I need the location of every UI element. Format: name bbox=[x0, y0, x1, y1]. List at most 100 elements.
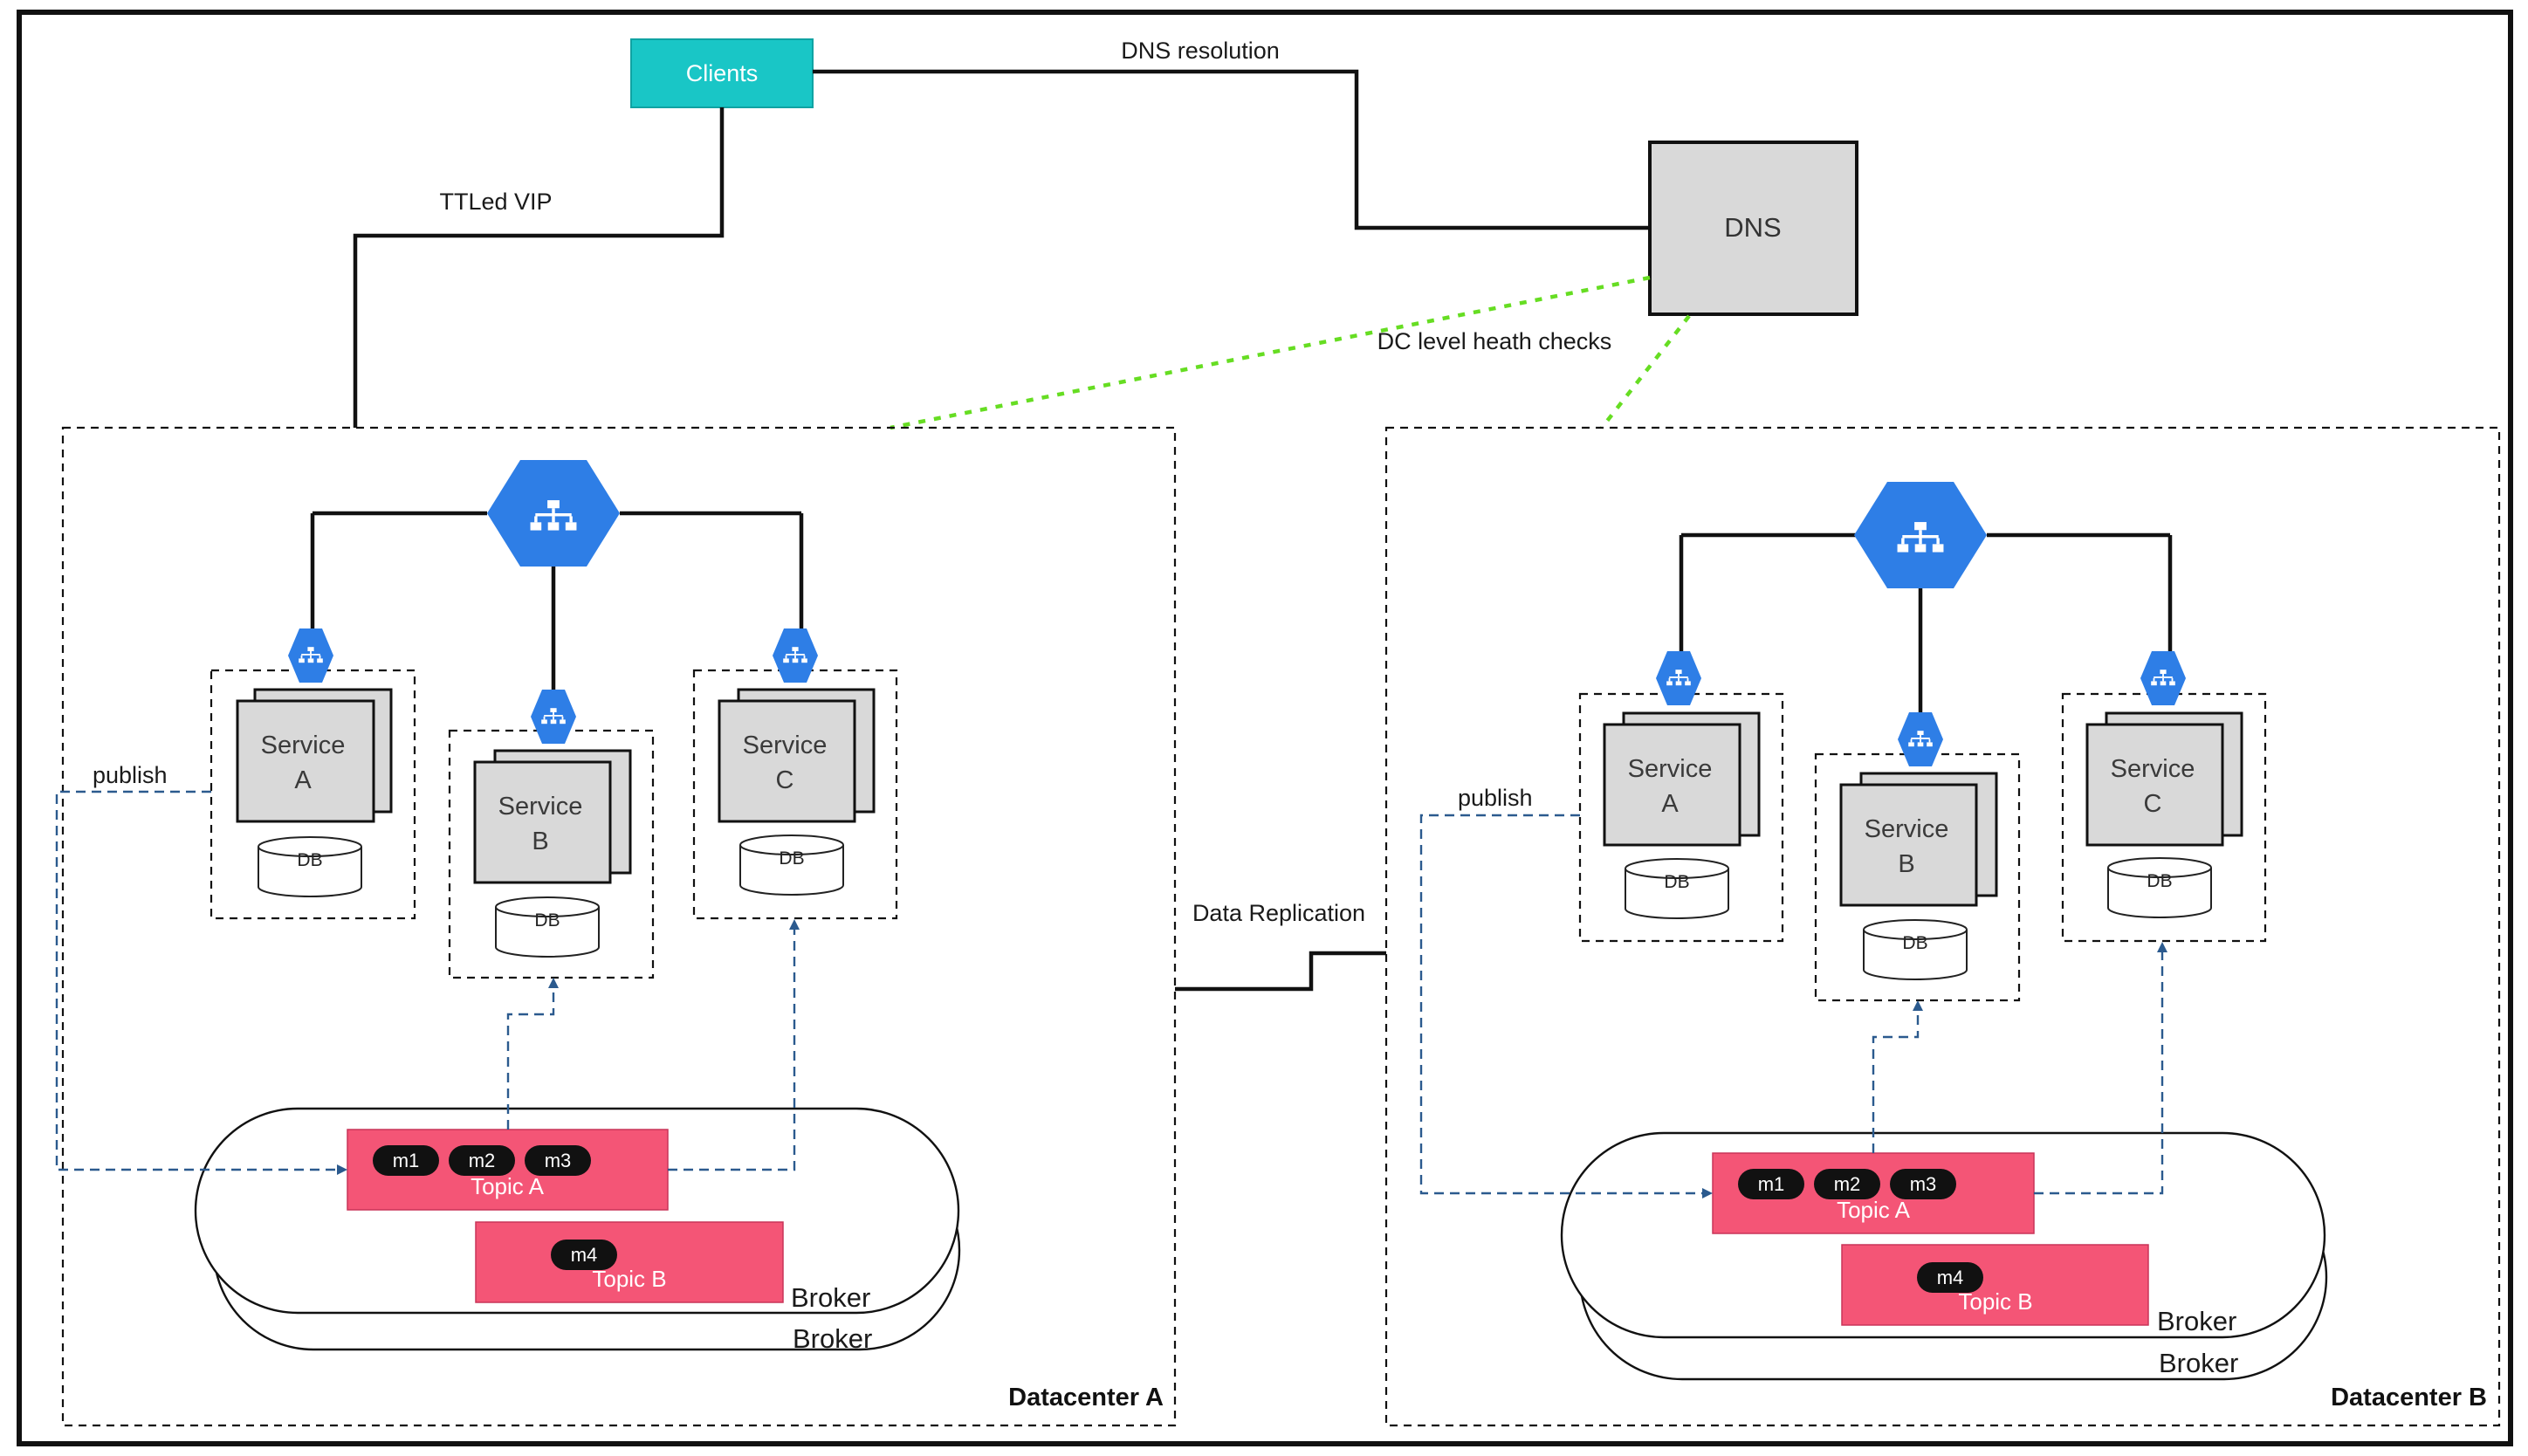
service-a-name: Service bbox=[261, 731, 346, 759]
service-c-name: Service bbox=[743, 731, 828, 759]
service-b-db-label: DB bbox=[534, 910, 560, 931]
service-c-db-label: DB bbox=[2147, 871, 2172, 891]
message-pill-m1 bbox=[373, 1145, 439, 1176]
message-pill-m2 bbox=[1814, 1169, 1880, 1199]
service-b-load-balancer bbox=[531, 690, 576, 744]
outer-frame bbox=[17, 10, 2513, 1446]
datacenter-a-boundary bbox=[61, 426, 1177, 1427]
broker-label-front: Broker bbox=[791, 1282, 870, 1313]
service-c-card bbox=[2085, 723, 2224, 847]
service-b-card bbox=[1839, 783, 1978, 907]
health-check-label: DC level heath checks bbox=[1377, 328, 1612, 354]
topic-a-b[interactable]: m1 m2 m3 Topic A bbox=[1712, 1152, 2035, 1234]
datacenter-a: Datacenter A Service A DB bbox=[55, 426, 1177, 1427]
service-c-letter: C bbox=[2144, 790, 2162, 818]
health-check-line-b bbox=[1600, 314, 1691, 429]
service-b-db-label: DB bbox=[1902, 933, 1927, 953]
service-c-db-label: DB bbox=[779, 848, 804, 869]
service-c-load-balancer bbox=[2140, 651, 2186, 705]
message-pill-m1 bbox=[1738, 1169, 1804, 1199]
dns-box[interactable] bbox=[1648, 141, 1858, 316]
topic-b-label: Topic B bbox=[592, 1266, 666, 1292]
datacenter-b-label: Datacenter B bbox=[2331, 1384, 2487, 1411]
datacenter-a-label: Datacenter A bbox=[1008, 1384, 1164, 1411]
service-a-database: DB bbox=[258, 836, 362, 897]
service-c-database: DB bbox=[739, 834, 844, 896]
clients-label: Clients bbox=[686, 60, 759, 86]
topic-b-b[interactable]: m4 Topic B bbox=[1841, 1244, 2149, 1326]
service-b-letter: B bbox=[1898, 850, 1914, 878]
publish-label-b: publish bbox=[1458, 785, 1533, 811]
service-b-group-b[interactable]: Service B DB bbox=[1814, 712, 2021, 1002]
topic-b-label: Topic B bbox=[1958, 1288, 2032, 1315]
message-m2: m2 bbox=[469, 1150, 496, 1171]
service-a-card bbox=[236, 699, 375, 823]
message-pill-m4 bbox=[1917, 1262, 1983, 1293]
ttled-vip-line bbox=[353, 107, 725, 428]
datacenter-b-boundary bbox=[1384, 426, 2501, 1427]
message-m3: m3 bbox=[545, 1150, 572, 1171]
service-c-database: DB bbox=[2107, 857, 2212, 918]
topic-a-label: Topic A bbox=[1837, 1197, 1910, 1223]
service-a-load-balancer bbox=[1656, 651, 1701, 705]
service-a-name: Service bbox=[1628, 755, 1713, 783]
service-a-db-label: DB bbox=[297, 850, 322, 870]
message-m4: m4 bbox=[1937, 1267, 1964, 1288]
service-b-letter: B bbox=[532, 828, 548, 855]
service-c-group[interactable]: Service C DB bbox=[692, 628, 898, 920]
publish-arrowhead-b bbox=[1702, 1188, 1713, 1198]
service-a-card bbox=[1603, 723, 1741, 847]
service-b-card bbox=[473, 760, 612, 884]
service-b-name: Service bbox=[498, 793, 583, 821]
service-a-group-b[interactable]: Service A DB bbox=[1578, 651, 1784, 943]
lb-wiring-b bbox=[1679, 532, 2173, 719]
service-a-letter: A bbox=[294, 766, 312, 794]
load-balancer-b[interactable] bbox=[1854, 482, 1987, 588]
service-c-name: Service bbox=[2111, 755, 2195, 783]
ttled-vip-label: TTLed VIP bbox=[439, 189, 552, 215]
load-balancer-a[interactable] bbox=[487, 460, 620, 567]
service-b-name: Service bbox=[1865, 815, 1949, 843]
message-pill-m2 bbox=[449, 1145, 515, 1176]
consume-flow-c-a bbox=[668, 928, 796, 1171]
data-replication-label: Data Replication bbox=[1192, 900, 1365, 926]
service-b-group[interactable]: Service B DB bbox=[448, 690, 655, 979]
message-pill-m3 bbox=[525, 1145, 591, 1176]
message-m1: m1 bbox=[1758, 1173, 1785, 1195]
consume-flow-c-b bbox=[2034, 951, 2164, 1195]
consume-arrowhead-c-a bbox=[789, 919, 800, 930]
service-c-group-b[interactable]: Service C DB bbox=[2061, 651, 2267, 943]
dns-resolution-line bbox=[813, 69, 1650, 230]
service-a-group[interactable]: Service A DB bbox=[210, 628, 416, 920]
service-c-letter: C bbox=[776, 766, 794, 794]
service-a-letter: A bbox=[1661, 790, 1679, 818]
service-b-database: DB bbox=[1863, 919, 1968, 980]
topic-b-box bbox=[475, 1221, 784, 1303]
lb-wiring-a bbox=[310, 511, 804, 697]
publish-label-a: publish bbox=[93, 762, 168, 788]
message-m1: m1 bbox=[393, 1150, 420, 1171]
health-check-line-a bbox=[890, 275, 1651, 430]
datacenter-b: Datacenter B Service A DB bbox=[1384, 426, 2501, 1427]
service-c-card bbox=[718, 699, 856, 823]
consume-flow-b-a bbox=[506, 986, 555, 1130]
topic-b-box bbox=[1841, 1244, 2149, 1326]
data-replication-line bbox=[1175, 951, 1386, 992]
consume-arrowhead-b-a bbox=[548, 978, 559, 988]
message-pill-m4 bbox=[551, 1240, 617, 1270]
consume-arrowhead-c-b bbox=[2157, 942, 2167, 952]
service-c-load-balancer bbox=[773, 628, 818, 683]
consume-arrowhead-b-b bbox=[1913, 1000, 1923, 1011]
topic-a[interactable]: m1 m2 m3 Topic A bbox=[347, 1129, 669, 1211]
topic-b[interactable]: m4 Topic B bbox=[475, 1221, 784, 1303]
broker-label-front: Broker bbox=[2157, 1306, 2236, 1336]
message-pill-m3 bbox=[1890, 1169, 1956, 1199]
service-b-database: DB bbox=[495, 896, 600, 958]
service-a-load-balancer bbox=[288, 628, 333, 683]
message-m3: m3 bbox=[1910, 1173, 1937, 1195]
dns-resolution-label: DNS resolution bbox=[1121, 38, 1280, 64]
topic-a-label: Topic A bbox=[471, 1173, 544, 1199]
publish-arrowhead-a bbox=[337, 1164, 347, 1175]
